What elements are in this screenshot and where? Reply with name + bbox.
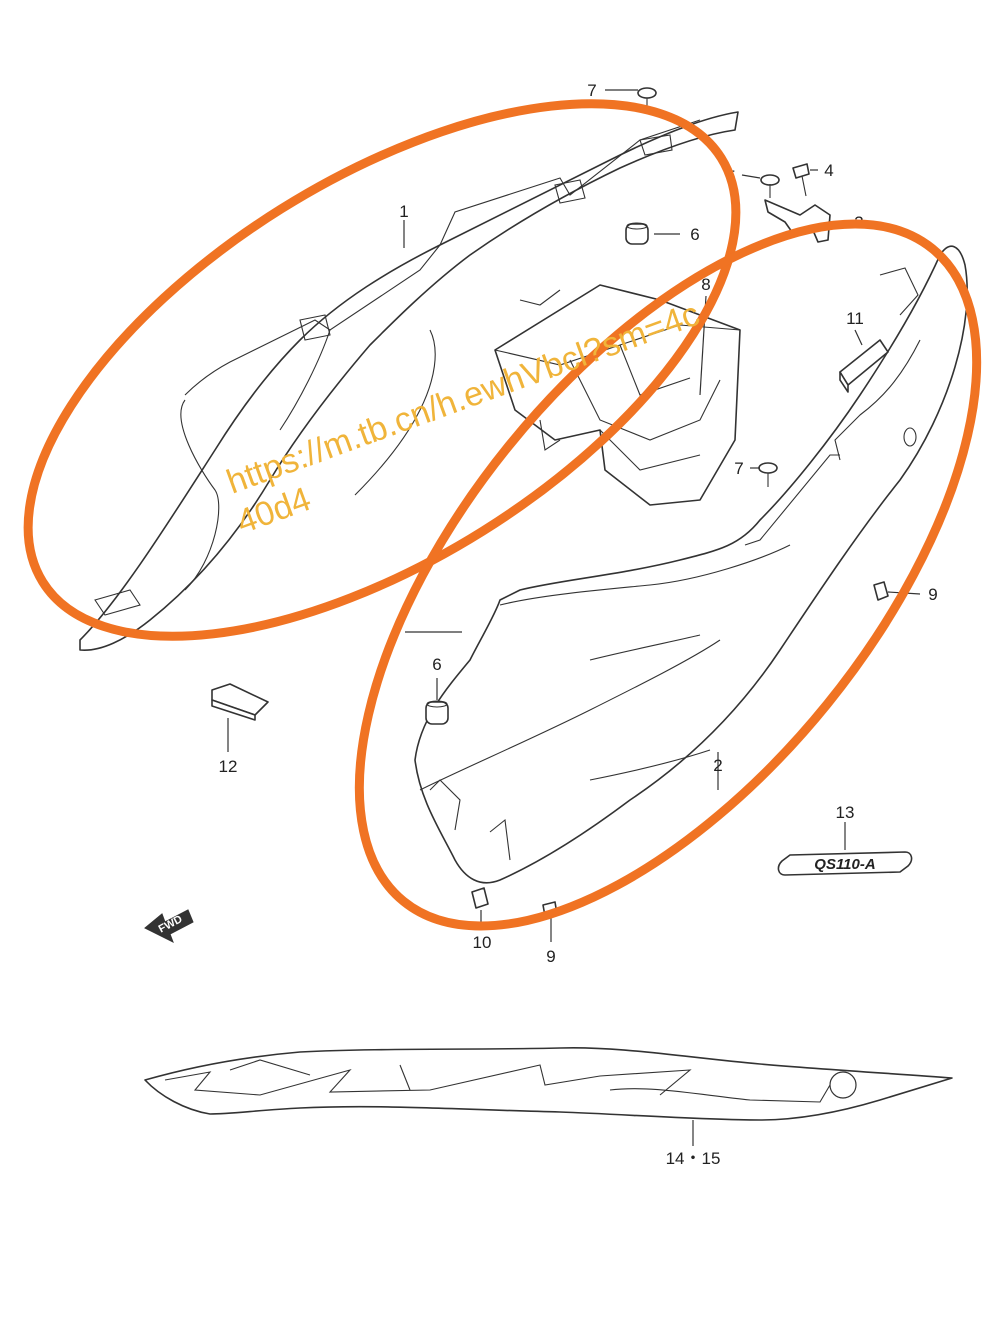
label-7-upper: 7 [587, 81, 596, 100]
label-13: 13 [836, 803, 855, 822]
storage-box [494, 284, 741, 506]
label-14-15: 14・15 [666, 1149, 721, 1168]
emblem-badge: QS110-A [777, 851, 913, 876]
fwd-arrow-icon: FWD [144, 909, 194, 944]
clip-9-right [873, 581, 889, 601]
label-6-upper: 6 [690, 225, 699, 244]
pad-11 [839, 339, 889, 393]
nut-10 [471, 887, 489, 909]
highlight-rings [23, 99, 982, 931]
highlight-ring-right [354, 219, 982, 931]
badge-text: QS110-A [814, 856, 875, 873]
pad-12 [211, 683, 269, 721]
highlight-ring-left [23, 99, 741, 641]
bolt-4 [792, 163, 810, 197]
screw-5 [760, 174, 780, 198]
label-9-bottom: 9 [546, 947, 555, 966]
label-4: 4 [824, 161, 833, 180]
label-7-lower: 7 [734, 459, 743, 478]
label-2: 2 [713, 756, 722, 775]
label-10: 10 [473, 933, 492, 952]
decal-stripe [144, 1046, 953, 1121]
label-12: 12 [219, 757, 238, 776]
screw-7-upper [637, 87, 657, 112]
label-1: 1 [399, 202, 408, 221]
screw-7-lower [758, 462, 778, 487]
grommet-6-upper [625, 222, 649, 245]
label-6-lower: 6 [432, 655, 441, 674]
label-8: 8 [701, 275, 710, 294]
part-number-labels: 7 1 6 5 4 3 8 11 7 9 6 12 2 13 10 9 14・1… [219, 81, 938, 1168]
right-frame-cover [414, 245, 968, 884]
label-11: 11 [846, 309, 864, 328]
label-9-right: 9 [928, 585, 937, 604]
grommet-6-lower [425, 700, 449, 725]
